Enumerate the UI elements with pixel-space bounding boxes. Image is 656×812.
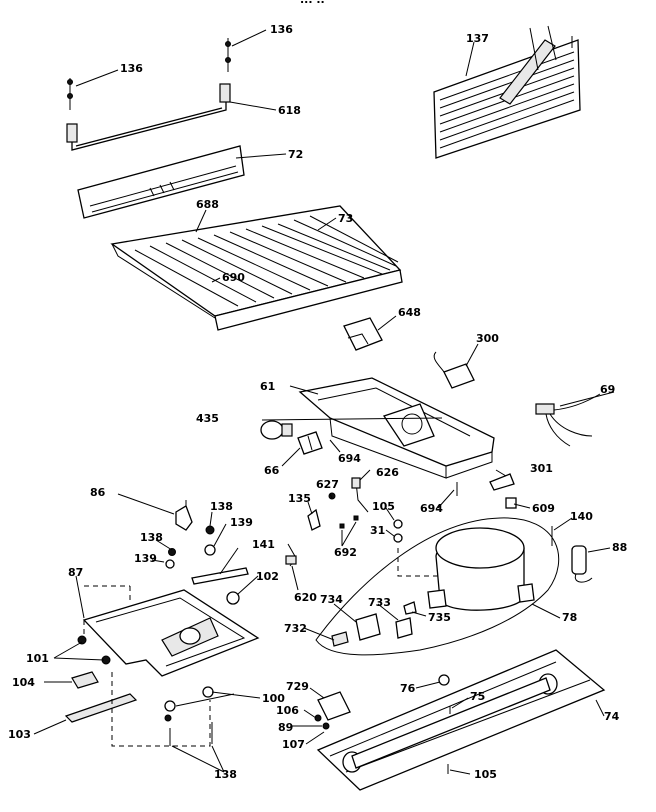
label-137: 137 [466, 32, 489, 45]
drain-tube-assembly [66, 38, 231, 151]
defrost-pan [82, 585, 260, 677]
label-139: 139 [230, 516, 253, 529]
drain-trough [77, 145, 245, 219]
label-107: 107 [282, 738, 305, 751]
label-435: 435 [196, 412, 219, 425]
part-number-labels: 136 136 618 72 137 688 73 690 648 300 61… [8, 23, 627, 781]
label-618: 618 [278, 104, 301, 117]
label-620: 620 [294, 591, 317, 604]
washer-89 [322, 722, 330, 730]
label-31: 31 [370, 524, 385, 537]
harness-plug [285, 555, 297, 565]
label-136: 136 [270, 23, 293, 36]
pad-104 [71, 671, 99, 689]
screws-138 [169, 722, 213, 746]
label-735: 735 [428, 611, 451, 624]
grommet-102 [226, 591, 240, 605]
label-100: 100 [262, 692, 285, 705]
label-301: 301 [530, 462, 553, 475]
label-690: 690 [222, 271, 245, 284]
label-66: 66 [264, 464, 280, 477]
label-135: 135 [288, 492, 311, 505]
header-fragment: ... .. [300, 0, 325, 6]
label-101: 101 [26, 652, 49, 665]
grommet-100a [202, 686, 214, 698]
relay [343, 317, 383, 351]
label-138: 138 [214, 768, 237, 781]
grommet-100b [164, 700, 176, 712]
light-bulb [260, 420, 293, 440]
compressor-assembly [315, 517, 560, 656]
terminal-block [489, 473, 517, 509]
capacitor [551, 526, 593, 583]
grommets-left [165, 525, 216, 569]
label-732: 732 [284, 622, 307, 635]
grommet-100c [164, 714, 172, 722]
parts-692 [339, 515, 359, 529]
label-140: 140 [570, 510, 593, 523]
label-102: 102 [256, 570, 279, 583]
label-609: 609 [532, 502, 555, 515]
condenser [433, 25, 581, 159]
bracket-141 [191, 567, 249, 585]
label-139: 139 [134, 552, 157, 565]
label-87: 87 [68, 566, 83, 579]
label-61: 61 [260, 380, 275, 393]
start-relay-parts [331, 601, 417, 647]
label-136: 136 [120, 62, 143, 75]
label-626: 626 [376, 466, 399, 479]
label-688: 688 [196, 198, 219, 211]
clip-135 [307, 508, 321, 531]
drain-pan [110, 205, 403, 331]
label-627: 627 [316, 478, 339, 491]
label-141: 141 [252, 538, 275, 551]
label-86: 86 [90, 486, 106, 499]
compartment-cover [298, 377, 495, 479]
label-692: 692 [334, 546, 357, 559]
compressor-base [316, 649, 606, 791]
leader-lines [33, 29, 615, 775]
label-74: 74 [604, 710, 620, 723]
label-729: 729 [286, 680, 309, 693]
label-694: 694 [338, 452, 361, 465]
relay-729 [317, 691, 351, 721]
label-648: 648 [398, 306, 421, 319]
label-76: 76 [400, 682, 416, 695]
strip-103 [64, 693, 138, 723]
screw-106 [314, 714, 322, 722]
label-69: 69 [600, 383, 615, 396]
label-88: 88 [612, 541, 627, 554]
grommet-31 [393, 533, 403, 543]
grommet-105 [393, 519, 403, 529]
grommet-76 [438, 674, 450, 686]
label-106: 106 [276, 704, 299, 717]
overload-protector [433, 351, 475, 389]
label-78: 78 [562, 611, 577, 624]
label-694: 694 [420, 502, 443, 515]
label-89: 89 [278, 721, 293, 734]
label-138: 138 [140, 531, 163, 544]
drain-fitting [175, 500, 193, 531]
gasket-101a [77, 635, 87, 645]
label-72: 72 [288, 148, 303, 161]
dash-guide [111, 672, 211, 747]
label-105: 105 [372, 500, 395, 513]
label-73: 73 [338, 212, 353, 225]
label-300: 300 [476, 332, 499, 345]
label-734: 734 [320, 593, 343, 606]
label-733: 733 [368, 596, 391, 609]
label-138: 138 [210, 500, 233, 513]
label-104: 104 [12, 676, 35, 689]
label-105: 105 [474, 768, 497, 781]
lamp-socket [297, 431, 323, 455]
label-103: 103 [8, 728, 31, 741]
wire-harness [535, 393, 601, 447]
label-75: 75 [470, 690, 485, 703]
